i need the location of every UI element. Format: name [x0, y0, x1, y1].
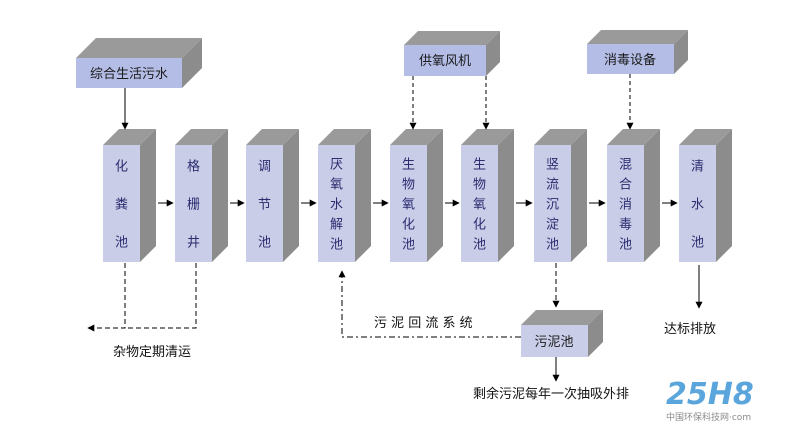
- tank-top: [607, 129, 660, 145]
- tank-mix: 混合消毒池: [607, 129, 660, 262]
- tank-label-grille: 格栅井: [187, 159, 200, 251]
- tank-front: [318, 145, 355, 262]
- tank-side: [498, 129, 514, 262]
- box-side: [588, 310, 603, 357]
- tank-top: [103, 129, 156, 145]
- watermark-site-text: 中国环保科技网·com: [666, 411, 751, 423]
- tank-label-equalization: 调节池: [258, 160, 271, 251]
- tank-top: [318, 129, 371, 145]
- box-front: [76, 58, 182, 88]
- tank-top: [461, 129, 514, 145]
- watermark-logo-text: 25H8: [666, 377, 754, 412]
- tank-label-bio1: 生物氧化池: [402, 158, 415, 253]
- tank-label-septic: 化粪池: [115, 160, 128, 251]
- blower-input-label: 供氧风机: [419, 54, 471, 69]
- tank-top: [175, 129, 228, 145]
- blower-input-box: 供氧风机: [404, 31, 500, 76]
- box-front: [587, 44, 674, 74]
- debris-removal-label: 杂物定期清运: [113, 345, 191, 360]
- tank-front: [534, 145, 571, 262]
- box-side: [674, 30, 688, 74]
- tank-top: [534, 129, 587, 145]
- sewage-input-box: 综合生活污水: [76, 38, 202, 88]
- box-front: [404, 45, 486, 76]
- tank-label-bio2: 生物氧化池: [473, 158, 486, 253]
- tank-side: [212, 129, 228, 262]
- tank-front: [246, 145, 283, 262]
- debris-removal-line: [87, 263, 126, 332]
- sludge-return-line: [338, 270, 521, 338]
- tank-side: [283, 129, 299, 262]
- tank-side: [427, 129, 443, 262]
- box-front: [521, 325, 588, 357]
- tank-top: [390, 129, 443, 145]
- box-top: [521, 310, 603, 325]
- tank-equalization: 调节池: [246, 129, 299, 262]
- sludge-tank-box: 污泥池: [521, 310, 603, 357]
- watermark-logo: 25H8 中国环保科技网·com: [666, 377, 754, 423]
- tank-label-mix: 混合消毒池: [619, 158, 632, 253]
- box-top: [587, 30, 688, 44]
- tank-bio2: 生物氧化池: [461, 129, 514, 262]
- tank-anaerobic: 厌氧水解池: [318, 129, 371, 262]
- tank-side: [355, 129, 371, 262]
- box-top: [404, 31, 500, 45]
- tank-front: [679, 145, 716, 262]
- box-side: [182, 38, 202, 88]
- box-top: [76, 38, 202, 58]
- tank-top: [679, 129, 732, 145]
- tank-grille: 格栅井: [175, 129, 228, 262]
- disinfection-input-box: 消毒设备: [587, 30, 688, 74]
- tank-clear: 清水池: [679, 129, 732, 262]
- tank-settling: 竖流沉淀池: [534, 129, 587, 262]
- tank-row: 化粪池 格栅井 调节池 厌氧水解池 生物氧化池 生物氧化池 竖流沉淀池 混合消毒池 清水池: [103, 129, 732, 262]
- tank-label-anaerobic: 厌氧水解池: [330, 158, 343, 253]
- discharge-label: 达标排放: [664, 322, 716, 337]
- excess-sludge-label: 剩余污泥每年一次抽吸外排: [473, 386, 629, 402]
- sludge-tank-label: 污泥池: [534, 335, 573, 350]
- grille-debris-line: [125, 263, 197, 329]
- tank-front: [607, 145, 644, 262]
- tank-side: [571, 129, 587, 262]
- tank-front: [103, 145, 140, 262]
- tank-septic: 化粪池: [103, 129, 156, 262]
- tank-front: [175, 145, 212, 262]
- box-side: [486, 31, 500, 76]
- sludge-return-label: 污 泥 回 流 系 统: [374, 316, 473, 331]
- tank-side: [644, 129, 660, 262]
- disinfection-input-label: 消毒设备: [604, 52, 656, 68]
- tank-top: [246, 129, 299, 145]
- tank-side: [716, 129, 732, 262]
- tank-label-settling: 竖流沉淀池: [546, 158, 559, 253]
- sewage-input-label: 综合生活污水: [90, 67, 168, 82]
- tank-label-clear: 清水池: [691, 160, 704, 251]
- tank-side: [140, 129, 156, 262]
- tank-front: [461, 145, 498, 262]
- tank-front: [390, 145, 427, 262]
- tank-bio1: 生物氧化池: [390, 129, 443, 262]
